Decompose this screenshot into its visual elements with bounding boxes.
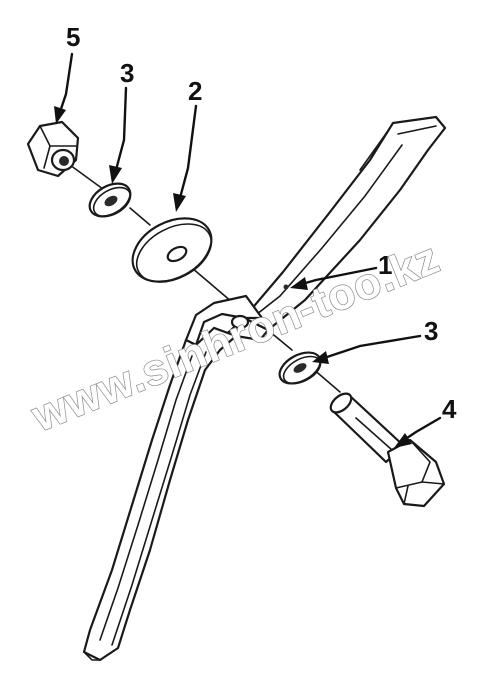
bracket-lever-part-1 bbox=[82, 115, 447, 662]
callout-label-2: 2 bbox=[188, 76, 202, 106]
callout-label-4: 4 bbox=[442, 394, 457, 424]
small-washer-part-3-bottom bbox=[278, 351, 322, 385]
small-washer-part-3-top bbox=[88, 182, 132, 218]
large-washer-part-2 bbox=[131, 217, 213, 283]
hex-bolt-part-4 bbox=[329, 392, 446, 508]
callout-label-1: 1 bbox=[378, 250, 392, 280]
callout-leaders bbox=[54, 52, 442, 448]
callout-label-3-bottom: 3 bbox=[424, 316, 438, 346]
hex-nut-part-5 bbox=[26, 120, 80, 178]
callout-label-3-top: 3 bbox=[120, 58, 134, 88]
callout-label-5: 5 bbox=[66, 22, 80, 52]
callout-labels: 5 3 2 1 3 4 bbox=[66, 22, 457, 424]
